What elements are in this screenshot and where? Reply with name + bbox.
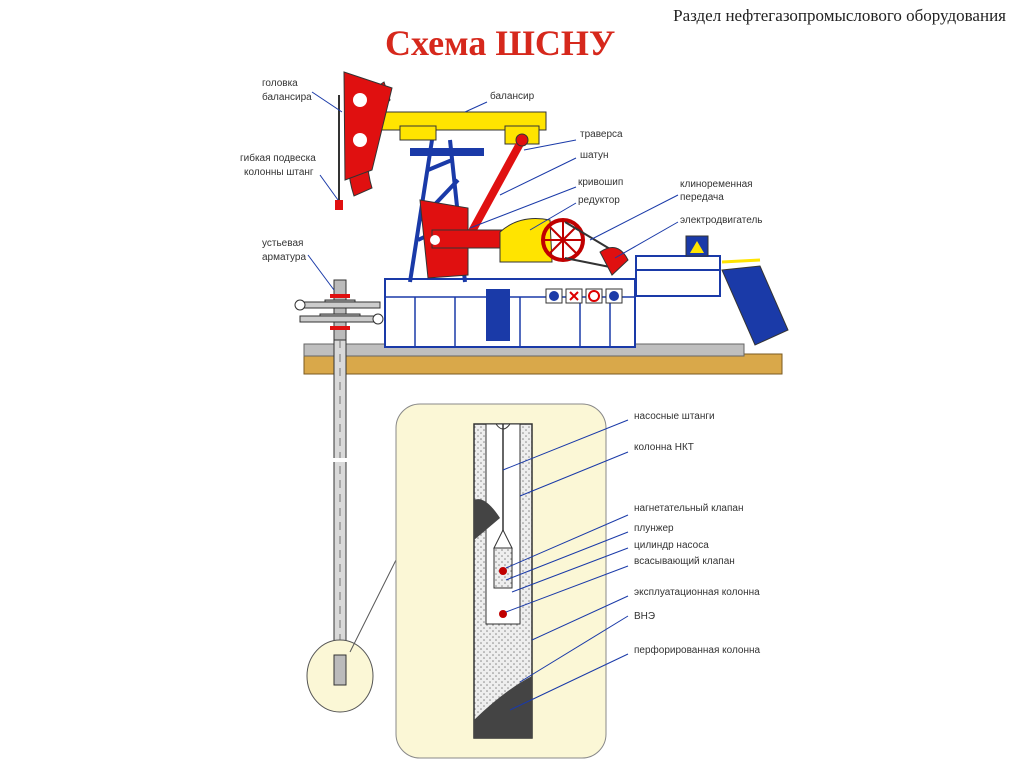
label-balansir: балансир xyxy=(490,90,535,102)
label-klinoremen: клиноременная xyxy=(680,179,753,190)
label-vne: ВНЭ xyxy=(634,611,655,622)
label-plunzher: плунжер xyxy=(634,523,674,534)
label-podveska: гибкая подвеска xyxy=(240,152,316,164)
pitman xyxy=(466,138,526,237)
ground xyxy=(303,353,783,375)
label-traversa: траверса xyxy=(580,129,623,140)
electric-box xyxy=(635,255,721,297)
label-elektro: электродвигатель xyxy=(680,215,763,226)
wellhead xyxy=(294,279,384,341)
label-armatura-2: арматура xyxy=(262,252,306,263)
label-podveska-2: колонны штанг xyxy=(244,167,314,178)
warning-signs xyxy=(545,288,623,304)
callout-lines xyxy=(307,91,679,711)
ramp xyxy=(721,265,789,346)
label-cilindr: цилиндр насоса xyxy=(634,540,709,551)
label-vsasyv: всасывающий клапан xyxy=(634,556,735,567)
v-belt xyxy=(564,221,616,253)
label-klinoremen-2: передача xyxy=(680,192,724,203)
label-shtangi: насосные штанги xyxy=(634,411,715,422)
label-ekspl: эксплуатационная колонна xyxy=(634,587,760,598)
label-nagnet: нагнетательный клапан xyxy=(634,503,744,514)
standing-valve xyxy=(499,610,507,618)
label-armatura: устьевая xyxy=(262,238,303,249)
section-header: Раздел нефтегазопромыслового оборудовани… xyxy=(673,6,1006,25)
label-reduktor: редуктор xyxy=(578,195,620,206)
label-nkt: колонна НКТ xyxy=(634,442,694,453)
page-title: Схема ШСНУ xyxy=(385,23,616,63)
label-krivoship: кривошип xyxy=(578,177,623,188)
detail-connector xyxy=(349,559,397,653)
label-perfor: перфорированная колонна xyxy=(634,644,761,656)
label-golovka: головка xyxy=(262,78,298,89)
discharge-valve xyxy=(499,567,507,575)
rock-lower xyxy=(474,676,532,738)
motor xyxy=(599,247,629,276)
label-shatun: шатун xyxy=(580,150,609,161)
rock-upper xyxy=(474,499,500,540)
control-cabinet xyxy=(486,289,510,341)
tower-top xyxy=(410,148,484,156)
label-golovka-2: балансира xyxy=(262,91,312,103)
